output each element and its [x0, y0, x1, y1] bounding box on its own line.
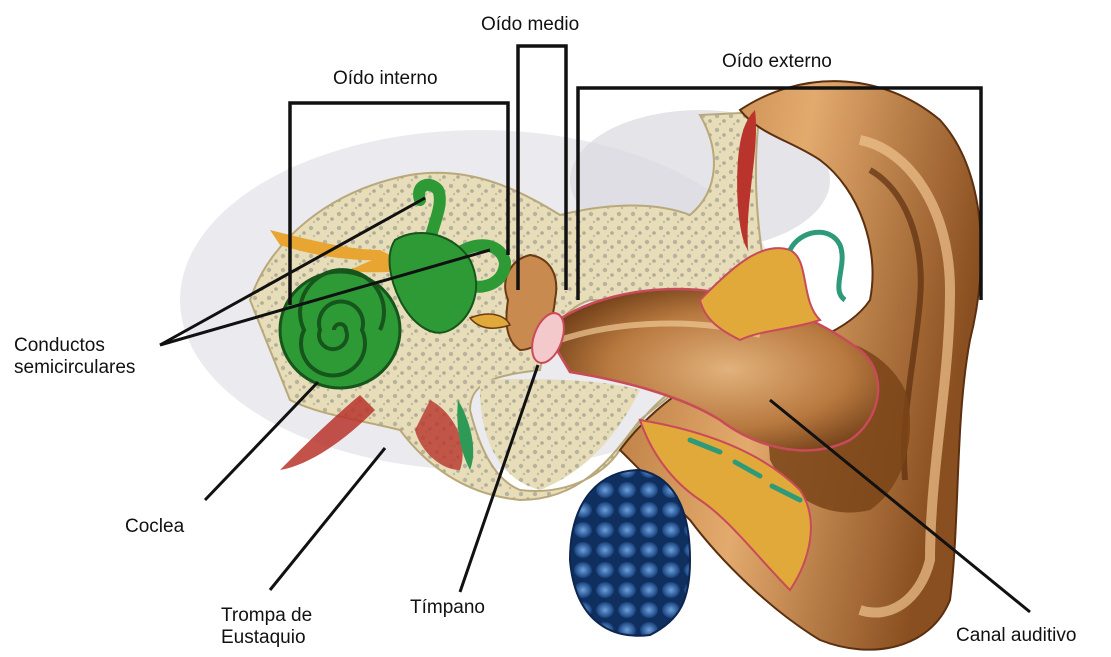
semicircular-label-line-1: Conductos: [14, 335, 135, 357]
cochlea-label: Coclea: [125, 516, 184, 538]
ear-canal-label: Canal auditivo: [956, 625, 1076, 647]
eustachian-leader: [270, 448, 385, 590]
eustachian-tube-label: Trompa de Eustaquio: [221, 605, 312, 649]
middle-ear-title: Oído medio: [481, 14, 579, 36]
outer-ear-title: Oído externo: [722, 51, 832, 73]
inner-ear-title: Oído interno: [333, 68, 438, 90]
eustachian-label-line-1: Trompa de: [221, 605, 312, 627]
semicircular-label-line-2: semicirculares: [14, 357, 135, 379]
semicircular-canals-label: Conductos semicirculares: [14, 335, 135, 379]
eardrum-label: Tímpano: [410, 597, 485, 619]
gland: [570, 470, 690, 636]
eustachian-label-line-2: Eustaquio: [221, 627, 312, 649]
